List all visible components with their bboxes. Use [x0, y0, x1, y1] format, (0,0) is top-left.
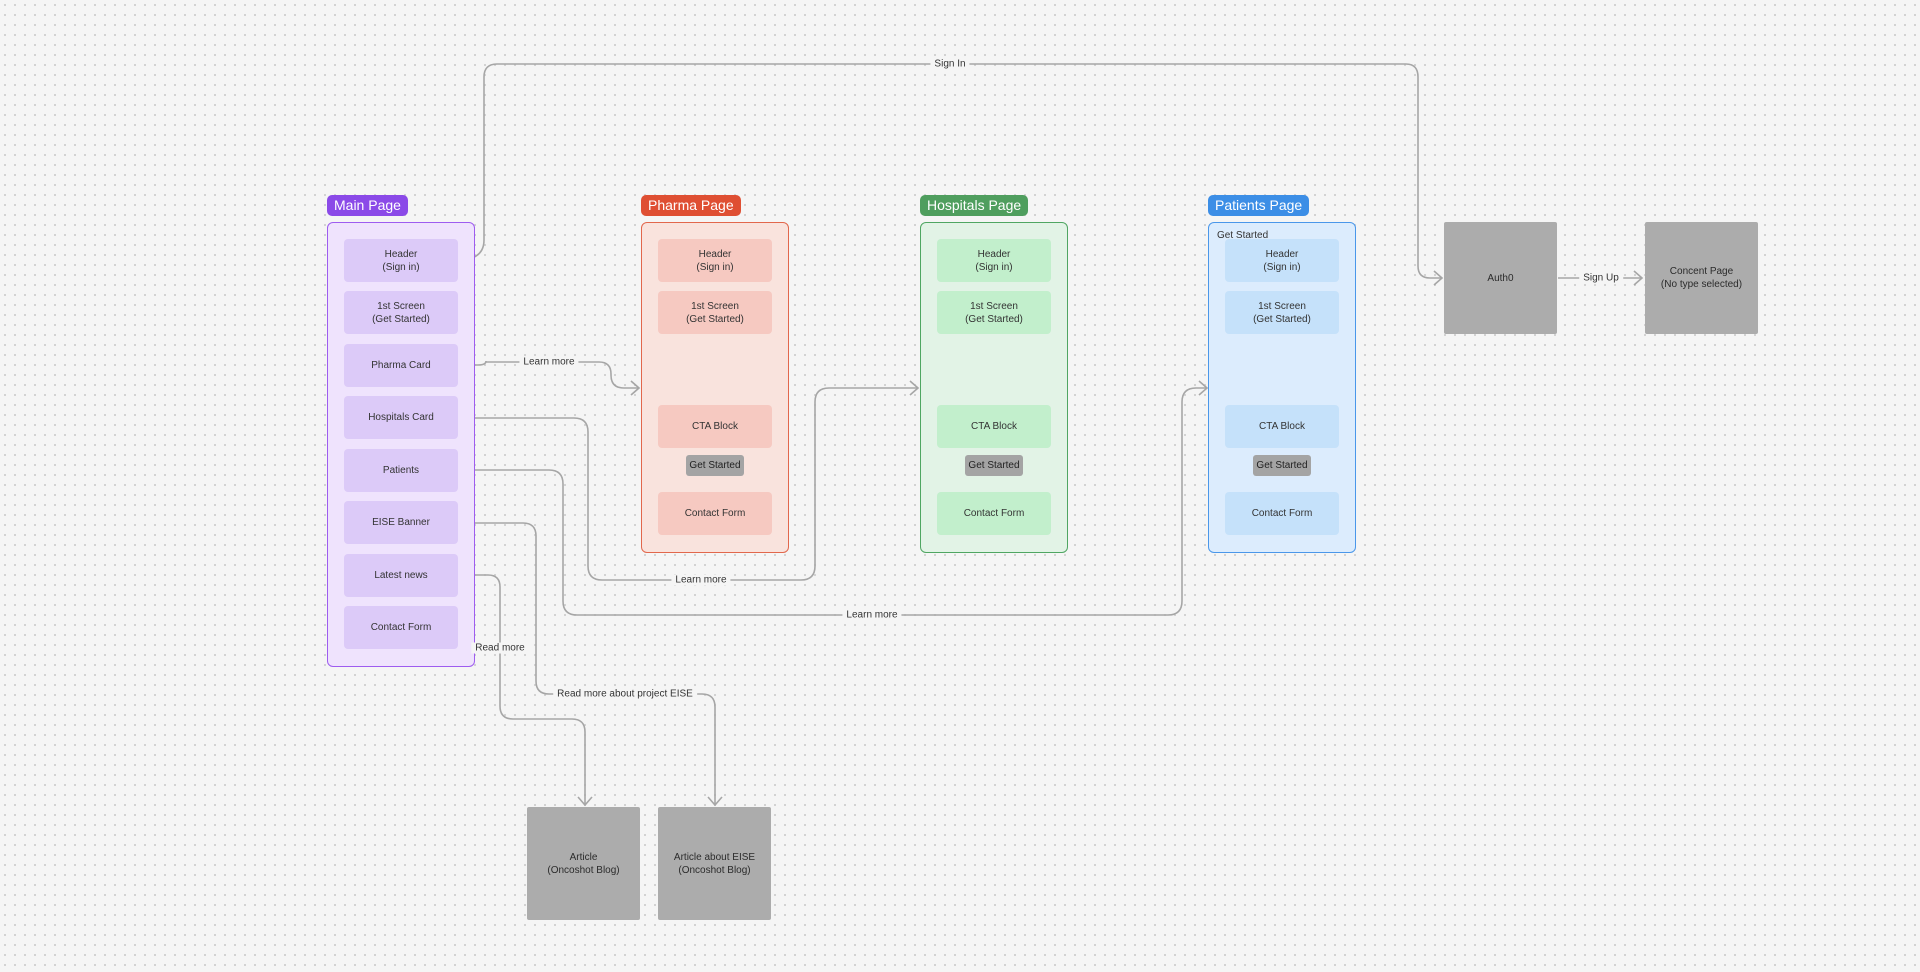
- auth0-node[interactable]: Auth0: [1444, 222, 1557, 334]
- main-eise-banner-block[interactable]: EISE Banner: [344, 501, 458, 544]
- patients-get-started-button[interactable]: Get Started: [1253, 455, 1311, 476]
- arrowhead: [909, 380, 920, 396]
- patients-cta-block[interactable]: CTA Block: [1225, 405, 1339, 448]
- pharma-header-block[interactable]: Header (Sign in): [658, 239, 772, 282]
- pharma-first-screen-block[interactable]: 1st Screen (Get Started): [658, 291, 772, 334]
- hospitals-cta-block[interactable]: CTA Block: [937, 405, 1051, 448]
- edge-label-learn-more-pharma: Learn more: [519, 356, 579, 368]
- hospitals-header-block[interactable]: Header (Sign in): [937, 239, 1051, 282]
- edge-read-more-eise: [458, 522, 716, 805]
- concent-page-node[interactable]: Concent Page (No type selected): [1645, 222, 1758, 334]
- edge-label-learn-more-patients: Learn more: [842, 609, 902, 621]
- main-first-screen-block[interactable]: 1st Screen (Get Started): [344, 291, 458, 334]
- edge-label-learn-more-hospitals: Learn more: [671, 574, 731, 586]
- arrowhead: [630, 380, 641, 396]
- main-contact-form-block[interactable]: Contact Form: [344, 606, 458, 649]
- main-header-block[interactable]: Header (Sign in): [344, 239, 458, 282]
- pharma-contact-form-block[interactable]: Contact Form: [658, 492, 772, 535]
- patients-first-screen-block[interactable]: 1st Screen (Get Started): [1225, 291, 1339, 334]
- arrowhead: [707, 796, 723, 807]
- edge-label-sign-in: Sign In: [930, 58, 970, 70]
- edge-label-read-more: Read more: [471, 642, 529, 654]
- edge-label-sign-up: Sign Up: [1579, 272, 1623, 284]
- patients-contact-form-block[interactable]: Contact Form: [1225, 492, 1339, 535]
- hospitals-contact-form-block[interactable]: Contact Form: [937, 492, 1051, 535]
- article-eise-node[interactable]: Article about EISE (Oncoshot Blog): [658, 807, 771, 920]
- article-node[interactable]: Article (Oncoshot Blog): [527, 807, 640, 920]
- pharma-page-title: Pharma Page: [641, 195, 741, 216]
- patients-get-started-note: Get Started: [1217, 230, 1269, 241]
- main-patients-block[interactable]: Patients: [344, 449, 458, 492]
- hospitals-page-title: Hospitals Page: [920, 195, 1029, 216]
- arrowhead: [1198, 380, 1209, 396]
- hospitals-get-started-button[interactable]: Get Started: [965, 455, 1023, 476]
- edge-label-read-more-eise: Read more about project EISE: [553, 688, 697, 700]
- hospitals-first-screen-block[interactable]: 1st Screen (Get Started): [937, 291, 1051, 334]
- main-page-title: Main Page: [327, 195, 408, 216]
- main-pharma-card-block[interactable]: Pharma Card: [344, 344, 458, 387]
- pharma-cta-block[interactable]: CTA Block: [658, 405, 772, 448]
- pharma-get-started-button[interactable]: Get Started: [686, 455, 744, 476]
- patients-header-block[interactable]: Header (Sign in): [1225, 239, 1339, 282]
- patients-page-title: Patients Page: [1208, 195, 1310, 216]
- arrowhead: [1433, 270, 1444, 286]
- arrowhead: [577, 796, 593, 807]
- main-hospitals-card-block[interactable]: Hospitals Card: [344, 396, 458, 439]
- arrowhead: [1633, 270, 1644, 286]
- main-page-frame: [327, 222, 475, 667]
- edge-learn-more-patients: [458, 387, 1207, 616]
- main-latest-news-block[interactable]: Latest news: [344, 554, 458, 597]
